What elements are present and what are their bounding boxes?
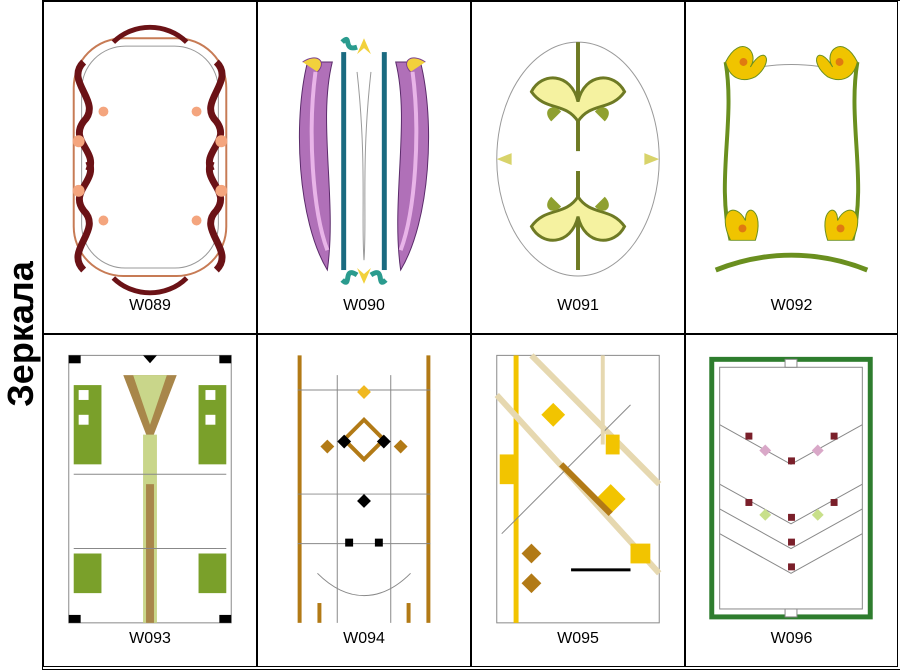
design-tile[interactable]: W095 — [471, 334, 685, 667]
design-code: W094 — [343, 630, 385, 647]
design-thumbnail — [68, 354, 232, 624]
design-code: W095 — [557, 630, 599, 647]
design-tile[interactable]: W090 — [257, 1, 471, 334]
design-thumbnail — [494, 353, 662, 624]
design-thumbnail — [496, 41, 660, 277]
design-grid: W089 W090 — [42, 0, 900, 670]
design-thumbnail — [709, 356, 873, 620]
design-code: W090 — [343, 297, 385, 314]
design-tile[interactable]: W092 — [685, 1, 898, 334]
design-thumbnail — [72, 24, 228, 296]
design-code: W089 — [129, 297, 171, 314]
design-thumbnail — [297, 355, 431, 623]
design-thumbnail — [714, 46, 869, 273]
design-tile[interactable]: W093 — [43, 334, 257, 667]
design-code: W093 — [129, 630, 171, 647]
design-tile[interactable]: W096 — [685, 334, 898, 667]
category-sidebar: Зеркала — [0, 0, 42, 669]
design-code: W091 — [557, 297, 599, 314]
category-title: Зеркала — [0, 261, 41, 407]
design-thumbnail — [298, 36, 430, 285]
design-tile[interactable]: W094 — [257, 334, 471, 667]
design-code: W096 — [770, 630, 813, 647]
design-tile[interactable]: W091 — [471, 1, 685, 334]
design-tile[interactable]: W089 — [43, 1, 257, 334]
design-code: W092 — [770, 297, 813, 314]
